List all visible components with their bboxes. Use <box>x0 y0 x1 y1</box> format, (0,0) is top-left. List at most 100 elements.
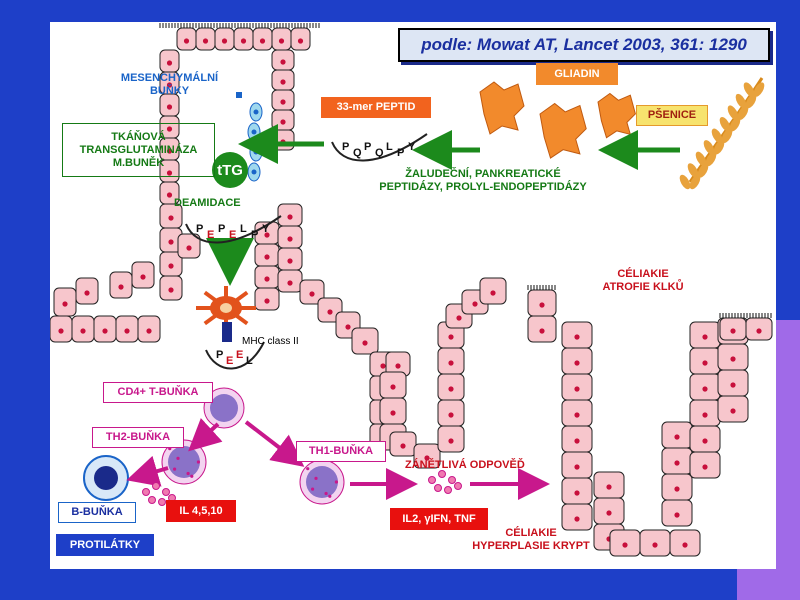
inflammatory-response-label: ZÁNĚTLIVÁ ODPOVĚĎ <box>405 459 525 471</box>
b-cell-label: B-BUŇKA <box>58 502 136 523</box>
peptide-residue: L <box>246 355 253 367</box>
epithelial-cell <box>561 347 593 375</box>
microvilli <box>159 23 320 28</box>
gliadin-icon <box>539 102 587 159</box>
gliadin-icon <box>479 81 525 135</box>
peptide-residue: E <box>236 349 243 361</box>
epithelial-cell <box>661 499 693 527</box>
th1-cytokines-label: IL2, γIFN, TNF <box>390 508 488 530</box>
epithelial-cell <box>719 317 747 341</box>
epithelial-cell <box>669 529 701 557</box>
epithelial-cell <box>717 369 749 397</box>
epithelial-cell <box>159 137 180 161</box>
epithelial-cell <box>745 317 773 341</box>
epithelial-cell <box>717 343 749 371</box>
peptide-residue: E <box>229 229 236 241</box>
th2-cytokines <box>142 482 176 506</box>
epithelial-cell <box>71 315 95 343</box>
epithelial-cell <box>115 315 139 343</box>
epithelial-cell <box>271 27 292 51</box>
mhc-molecule <box>222 322 232 342</box>
epithelial-cell <box>177 233 201 259</box>
epithelial-cell <box>254 287 280 311</box>
epithelial-cell <box>271 109 295 131</box>
epithelial-cell <box>379 397 407 425</box>
mesenchymal-cell <box>247 162 261 182</box>
epithelial-cell <box>689 347 721 375</box>
peptide-residue: Y <box>262 223 270 235</box>
epithelial-cell <box>689 321 721 349</box>
epithelial-cell <box>252 27 273 51</box>
epithelial-cell <box>527 315 557 343</box>
mhc-class-ii-label: MHC class II <box>242 336 299 347</box>
th2-cell-label: TH2-BUŇKA <box>92 427 184 448</box>
epithelial-cell <box>159 203 183 229</box>
epithelial-cell <box>277 203 303 227</box>
epithelial-cell <box>214 27 235 51</box>
epithelial-cell <box>689 399 721 427</box>
ttg-text: tTG <box>217 162 243 179</box>
th2-cell <box>161 439 207 485</box>
th1-cell <box>299 459 345 505</box>
epithelial-cell <box>561 503 593 531</box>
peptide-residue: P <box>364 141 371 153</box>
epithelial-cell <box>75 277 99 305</box>
epithelial-cell <box>593 471 625 499</box>
epithelial-cell <box>271 89 295 111</box>
epithelial-cell <box>159 251 183 277</box>
peptide-residue: Q <box>353 147 362 159</box>
epithelial-cell <box>437 373 465 401</box>
epithelial-cell <box>413 443 441 469</box>
epithelial-cell <box>561 373 593 401</box>
th1-cell-label: TH1-BUŇKA <box>296 441 386 462</box>
peptide-residue: L <box>240 223 247 235</box>
epithelial-cell <box>351 327 379 355</box>
epithelial-cell <box>131 261 155 289</box>
epithelial-cell <box>561 399 593 427</box>
arrow-cd4-to-th2 <box>188 417 223 452</box>
peptide-residue: P <box>397 147 404 159</box>
epithelial-cell <box>437 425 465 453</box>
th1-cytokines <box>428 470 462 494</box>
epithelial-cell <box>609 529 641 557</box>
epithelial-cell <box>290 27 311 51</box>
epithelial-cell <box>176 27 197 51</box>
peptide-residue: E <box>207 229 214 241</box>
epithelial-cell <box>277 247 303 271</box>
peptide-residue: P <box>216 349 223 361</box>
epithelial-cell <box>379 371 407 399</box>
ttg-enzyme: tTG <box>212 152 248 188</box>
microvilli <box>527 285 556 290</box>
peptide-residue: L <box>386 141 393 153</box>
epithelial-cell <box>561 451 593 479</box>
epithelial-cell <box>717 395 749 423</box>
epithelial-cell <box>299 279 325 305</box>
gliadin-label: GLIADIN <box>536 63 618 85</box>
microvilli <box>719 313 772 318</box>
epithelial-cell <box>661 447 693 475</box>
il-4-5-10-label: IL 4,5,10 <box>166 500 236 522</box>
epithelial-cell <box>689 425 721 453</box>
epithelial-cell <box>689 373 721 401</box>
epithelial-cell <box>561 425 593 453</box>
epithelial-cell <box>437 347 465 375</box>
peptide-residue: P <box>342 141 349 153</box>
wheat-icon <box>679 77 765 190</box>
antigen-presenting-cell <box>196 286 256 330</box>
epithelial-cell <box>254 243 280 267</box>
peptide-residue: P <box>251 229 258 241</box>
mesenchymal-cell <box>249 102 263 122</box>
citation-text: podle: Mowat AT, Lancet 2003, 361: 1290 <box>421 35 747 54</box>
mesenchymal-marker <box>236 92 242 98</box>
epithelial-cell <box>271 129 295 151</box>
epithelial-cell <box>661 421 693 449</box>
epithelial-cell <box>389 431 417 457</box>
